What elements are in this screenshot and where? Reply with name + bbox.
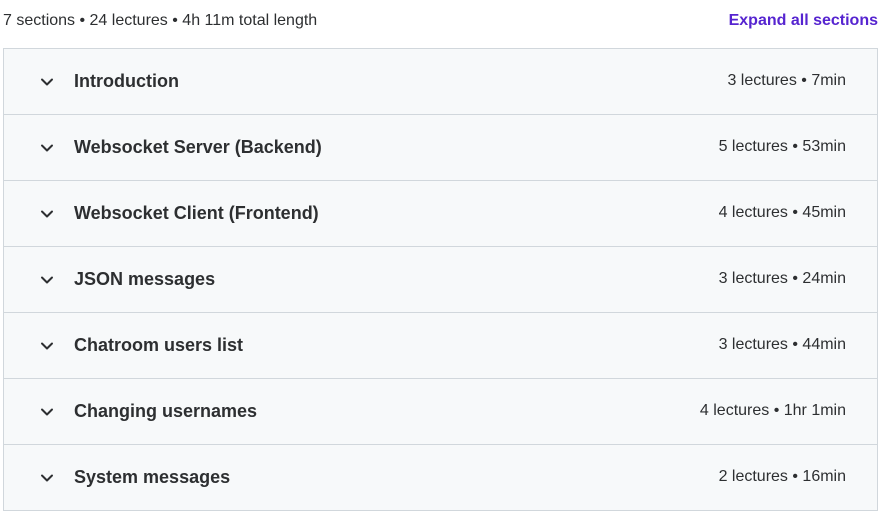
expand-all-sections-button[interactable]: Expand all sections bbox=[728, 12, 878, 29]
chevron-down-icon bbox=[40, 405, 54, 419]
chevron-down-icon bbox=[40, 207, 54, 221]
section-title: System messages bbox=[74, 467, 231, 487]
section-row-chatroom-users-list[interactable]: Chatroom users list 3 lectures • 44min bbox=[4, 313, 877, 379]
sections-accordion: Introduction 3 lectures • 7min Websocket… bbox=[3, 48, 878, 511]
chevron-down-icon bbox=[40, 273, 54, 287]
section-meta: 3 lectures • 44min bbox=[718, 336, 846, 353]
section-row-introduction[interactable]: Introduction 3 lectures • 7min bbox=[4, 49, 877, 115]
section-row-system-messages[interactable]: System messages 2 lectures • 16min bbox=[4, 445, 877, 510]
section-meta: 3 lectures • 7min bbox=[727, 72, 846, 89]
section-meta: 2 lectures • 16min bbox=[718, 468, 846, 485]
section-title: Chatroom users list bbox=[74, 335, 244, 355]
section-row-changing-usernames[interactable]: Changing usernames 4 lectures • 1hr 1min bbox=[4, 379, 877, 445]
course-summary-text: 7 sections • 24 lectures • 4h 11m total … bbox=[3, 12, 318, 29]
section-meta: 4 lectures • 45min bbox=[718, 204, 846, 221]
chevron-down-icon bbox=[40, 339, 54, 353]
section-meta: 4 lectures • 1hr 1min bbox=[699, 402, 846, 419]
section-meta: 5 lectures • 53min bbox=[718, 138, 846, 155]
section-title: Websocket Client (Frontend) bbox=[74, 203, 319, 223]
chevron-down-icon bbox=[40, 141, 54, 155]
course-summary-bar: 7 sections • 24 lectures • 4h 11m total … bbox=[0, 0, 882, 48]
section-row-json-messages[interactable]: JSON messages 3 lectures • 24min bbox=[4, 247, 877, 313]
section-meta: 3 lectures • 24min bbox=[718, 270, 846, 287]
section-row-websocket-client[interactable]: Websocket Client (Frontend) 4 lectures •… bbox=[4, 181, 877, 247]
section-title: Introduction bbox=[74, 71, 179, 91]
chevron-down-icon bbox=[40, 471, 54, 485]
section-row-websocket-server[interactable]: Websocket Server (Backend) 5 lectures • … bbox=[4, 115, 877, 181]
section-title: Websocket Server (Backend) bbox=[74, 137, 322, 157]
section-title: Changing usernames bbox=[74, 401, 258, 421]
section-title: JSON messages bbox=[74, 269, 216, 289]
chevron-down-icon bbox=[40, 75, 54, 89]
